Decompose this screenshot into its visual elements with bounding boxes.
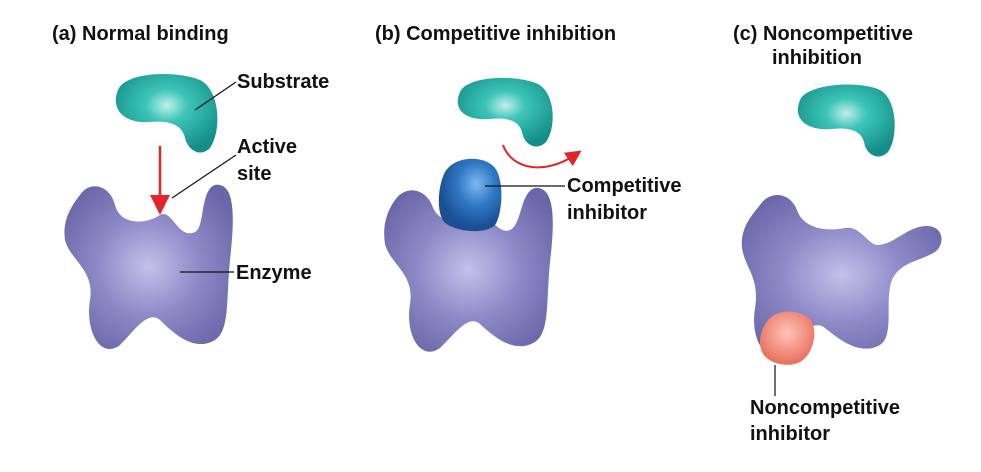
panel-a: (a) Normal binding Substrate Active site…	[52, 23, 329, 349]
panel-b: (b) Competitive inhibition Competitive i…	[375, 23, 681, 352]
panel-c-title: inhibition	[772, 47, 862, 69]
enzyme-shape	[384, 187, 553, 352]
noncompetitive-inhibitor-shape	[759, 311, 815, 365]
competitive-inhibitor-label: inhibitor	[567, 202, 647, 224]
panel-c-title: (c) Noncompetitive	[733, 23, 913, 45]
leader-line	[171, 154, 237, 199]
substrate-shape	[115, 74, 218, 153]
deflection-arrow	[502, 144, 582, 169]
enzyme-label: Enzyme	[236, 262, 312, 284]
panel-b-title: (b) Competitive inhibition	[375, 23, 616, 45]
panel-c: (c) Noncompetitive inhibition Noncompeti…	[733, 23, 942, 445]
active-site-label: Active	[237, 136, 297, 158]
substrate-label: Substrate	[237, 71, 329, 93]
substrate-shape	[797, 84, 895, 157]
noncompetitive-inhibitor-label: Noncompetitive	[750, 397, 900, 419]
competitive-inhibitor-shape	[438, 158, 502, 232]
competitive-inhibitor-label: Competitive	[567, 175, 681, 197]
enzyme-shape	[64, 184, 233, 349]
active-site-label: site	[237, 163, 271, 185]
leader-line	[194, 81, 237, 111]
noncompetitive-inhibitor-label: inhibitor	[750, 423, 830, 445]
panel-a-title: (a) Normal binding	[52, 23, 229, 45]
substrate-shape	[457, 77, 553, 147]
